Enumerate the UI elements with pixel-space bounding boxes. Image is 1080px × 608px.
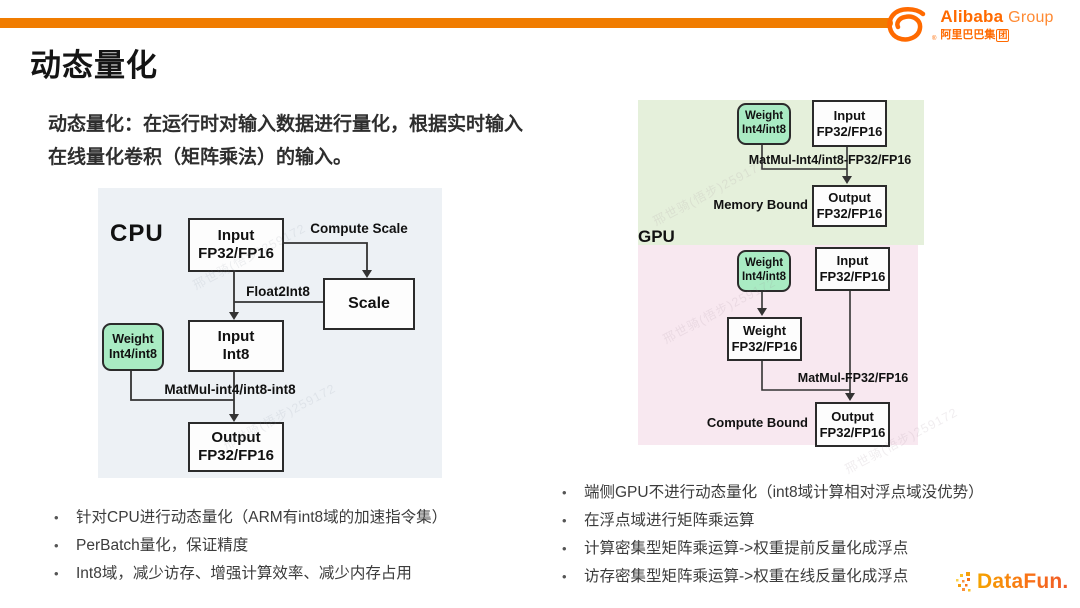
gpu-mem-input-line1: Input (833, 107, 866, 123)
alibaba-cn-boxed-char: 团 (996, 29, 1010, 42)
datafun-wordmark: DataFun. (977, 570, 1069, 593)
cpu-input-int8-line1: Input (217, 328, 255, 345)
intro-line-1: 动态量化：在运行时对输入数据进行量化，根据实时输入 (48, 114, 524, 135)
intro-paragraph: 动态量化：在运行时对输入数据进行量化，根据实时输入 在线量化卷积（矩阵乘法）的输… (48, 108, 568, 174)
datafun-sun-icon (956, 572, 971, 592)
gpu-cmp-weight-fp-line2: FP32/FP16 (731, 339, 798, 354)
alibaba-cn-name: 阿里巴巴集 (940, 29, 996, 41)
gpu-mem-weight-line1: Weight (744, 110, 784, 123)
gpu-cmp-input-box: Input FP32/FP16 (815, 247, 890, 291)
cpu-weight-line1: Weight (112, 332, 154, 346)
cpu-scale-box: Scale (323, 278, 415, 330)
gpu-cmp-matmul-label: MatMul-FP32/FP16 (797, 371, 909, 385)
cpu-output-line2: FP32/FP16 (198, 447, 274, 464)
cpu-weight-line2: Int4/int8 (109, 347, 157, 361)
gpu-cmp-output-line2: FP32/FP16 (819, 424, 886, 440)
gpu-label: GPU (638, 227, 675, 246)
list-item: 端侧GPU不进行动态量化（int8域计算相对浮点域没优势） (556, 484, 1066, 501)
list-item: PerBatch量化，保证精度 (48, 537, 518, 554)
gpu-memory-bound-label: Memory Bound (713, 197, 808, 212)
cpu-input-fp-line1: Input (217, 227, 255, 244)
alibaba-wordmark: Alibaba Group 阿里巴巴集团 (940, 8, 1053, 42)
gpu-cmp-weight-fp-box: Weight FP32/FP16 (727, 317, 802, 361)
header-accent-bar (0, 18, 893, 28)
gpu-cmp-output-line1: Output (831, 408, 874, 424)
cpu-float2int8-label: Float2Int8 (246, 284, 310, 299)
cpu-scale-text: Scale (348, 295, 390, 313)
gpu-mem-weight-box: Weight Int4/int8 (737, 103, 791, 145)
intro-line-2: 在线量化卷积（矩阵乘法）的输入。 (48, 147, 353, 168)
gpu-cmp-weight-line1: Weight (744, 257, 784, 270)
gpu-mem-output-line1: Output (828, 190, 871, 206)
list-item: 计算密集型矩阵乘运算->权重提前反量化成浮点 (556, 540, 1066, 557)
alibaba-name: Alibaba (940, 7, 1004, 26)
gpu-mem-output-box: Output FP32/FP16 (812, 185, 887, 227)
gpu-cmp-weight-box: Weight Int4/int8 (737, 250, 791, 292)
cpu-label: CPU (110, 220, 164, 247)
gpu-quantization-diagram: GPU Weight Int4/int8 Input FP32/FP16 Mat… (638, 100, 960, 476)
gpu-mem-matmul-label: MatMul-Int4/int8-FP32/FP16 (748, 153, 912, 167)
gpu-mem-input-line2: FP32/FP16 (816, 123, 883, 139)
list-item: Int8域，减少访存、增强计算效率、减少内存占用 (48, 565, 518, 582)
gpu-mem-output-line2: FP32/FP16 (816, 206, 883, 221)
cpu-input-int8-box: Input Int8 (188, 320, 284, 372)
cpu-input-fp-line2: FP32/FP16 (198, 245, 274, 262)
list-item: 访存密集型矩阵乘运算->权重在线反量化成浮点 (556, 568, 1066, 585)
cpu-output-line1: Output (211, 429, 261, 446)
cpu-input-fp-box: Input FP32/FP16 (188, 218, 284, 272)
alibaba-smile-icon (887, 7, 926, 42)
datafun-logo: DataFun. (953, 570, 1068, 594)
gpu-cmp-weight-fp-line1: Weight (742, 323, 787, 339)
cpu-input-int8-line2: Int8 (222, 346, 250, 363)
cpu-bullet-list: 针对CPU进行动态量化（ARM有int8域的加速指令集） PerBatch量化，… (48, 509, 518, 593)
cpu-output-box: Output FP32/FP16 (188, 422, 284, 472)
cpu-quantization-diagram: CPU Input FP32/FP16 Compute Scale Scale … (98, 188, 442, 478)
gpu-mem-weight-line2: Int4/int8 (741, 124, 787, 136)
alibaba-logo: ® Alibaba Group 阿里巴巴集团 (886, 6, 1054, 44)
gpu-cmp-input-line1: Input (836, 253, 869, 269)
cpu-matmul-label: MatMul-int4/int8-int8 (164, 382, 296, 397)
cpu-weight-box: Weight Int4/int8 (102, 323, 164, 371)
cpu-compute-scale-label: Compute Scale (310, 221, 408, 236)
gpu-compute-bound-label: Compute Bound (706, 415, 808, 430)
registered-mark: ® (932, 36, 937, 42)
page-title: 动态量化 (30, 48, 158, 83)
gpu-cmp-output-box: Output FP32/FP16 (815, 402, 890, 447)
gpu-cmp-weight-line2: Int4/int8 (741, 271, 787, 283)
alibaba-group-suffix: Group (1008, 9, 1054, 26)
list-item: 针对CPU进行动态量化（ARM有int8域的加速指令集） (48, 509, 518, 526)
gpu-bullet-list: 端侧GPU不进行动态量化（int8域计算相对浮点域没优势） 在浮点域进行矩阵乘运… (556, 484, 1066, 596)
list-item: 在浮点域进行矩阵乘运算 (556, 512, 1066, 529)
gpu-mem-input-box: Input FP32/FP16 (812, 100, 887, 147)
gpu-cmp-input-line2: FP32/FP16 (819, 269, 886, 284)
